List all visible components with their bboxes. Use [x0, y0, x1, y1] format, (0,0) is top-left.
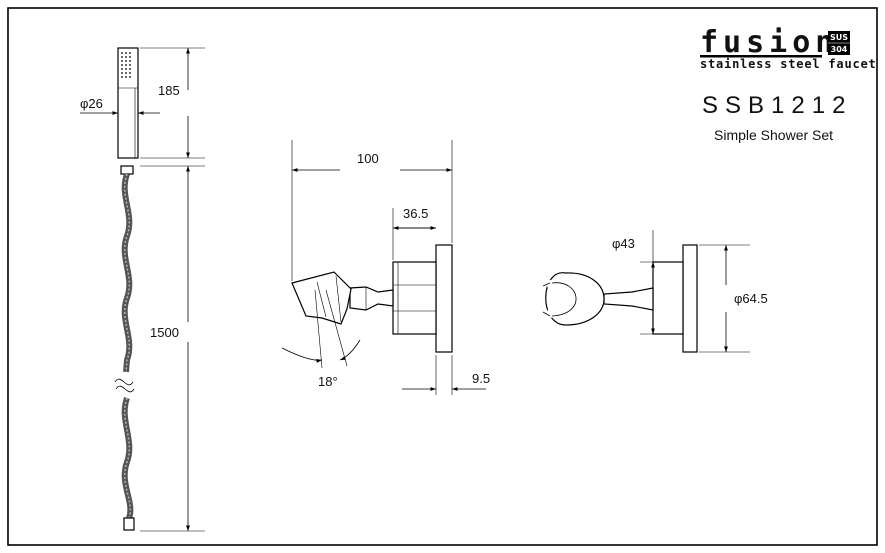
shower-hose-lower-edge: [123, 397, 131, 519]
dimension-hose-length: 1500: [140, 165, 205, 532]
holder-side-view: [291, 244, 453, 353]
dimension-head-diameter: φ26: [80, 96, 160, 115]
brand-underline: [700, 55, 822, 58]
mount-body: [392, 261, 437, 335]
badge-line1: SUS: [830, 33, 848, 42]
model-number: SSB1212: [702, 92, 852, 119]
dimension-mount-depth: 36.5: [392, 206, 436, 260]
brand-logo: fusion SUS 304 stainless steel faucet: [700, 25, 877, 71]
pivot-neck: [349, 286, 394, 311]
wall-plate-front: [682, 244, 698, 353]
holder-clip: [291, 271, 352, 325]
dimension-clip-diameter: φ43: [612, 230, 670, 335]
dimension-plate-diameter: φ64.5: [699, 244, 768, 353]
label-head-diameter: φ26: [80, 96, 103, 111]
clip-neck-front: [603, 287, 654, 311]
clip-opening: [544, 278, 588, 320]
label-hose-length: 1500: [150, 325, 179, 340]
label-mount-depth: 36.5: [403, 206, 428, 221]
shower-head: [117, 47, 139, 159]
spray-face-dots: [121, 52, 131, 78]
brand-tagline: stainless steel faucet: [700, 57, 877, 71]
label-clip-diameter: φ43: [612, 236, 635, 251]
label-holder-length: 100: [357, 151, 379, 166]
mount-body-front: [652, 261, 684, 335]
drawing-frame: [7, 7, 878, 546]
hose-connector-top: [120, 165, 134, 175]
label-head-length: 185: [158, 83, 180, 98]
dimension-plate-thickness: 9.5: [402, 355, 490, 395]
hand-shower-view: [114, 47, 139, 531]
hose-connector-bottom: [123, 517, 135, 531]
dimension-head-length: 185: [140, 47, 205, 159]
hose-break-mark: [114, 378, 135, 393]
shower-hose-upper-edge: [123, 173, 131, 373]
wall-plate: [435, 244, 453, 353]
holder-front-view: [542, 244, 698, 353]
brand-name: fusion: [700, 25, 838, 60]
product-name: Simple Shower Set: [714, 127, 833, 143]
label-plate-diameter: φ64.5: [734, 291, 768, 306]
dimension-tilt-angle: 18°: [281, 289, 361, 389]
label-plate-thickness: 9.5: [472, 371, 490, 386]
label-tilt-angle: 18°: [318, 374, 338, 389]
badge-line2: 304: [831, 45, 848, 54]
dimension-holder-length: 100: [291, 140, 453, 281]
